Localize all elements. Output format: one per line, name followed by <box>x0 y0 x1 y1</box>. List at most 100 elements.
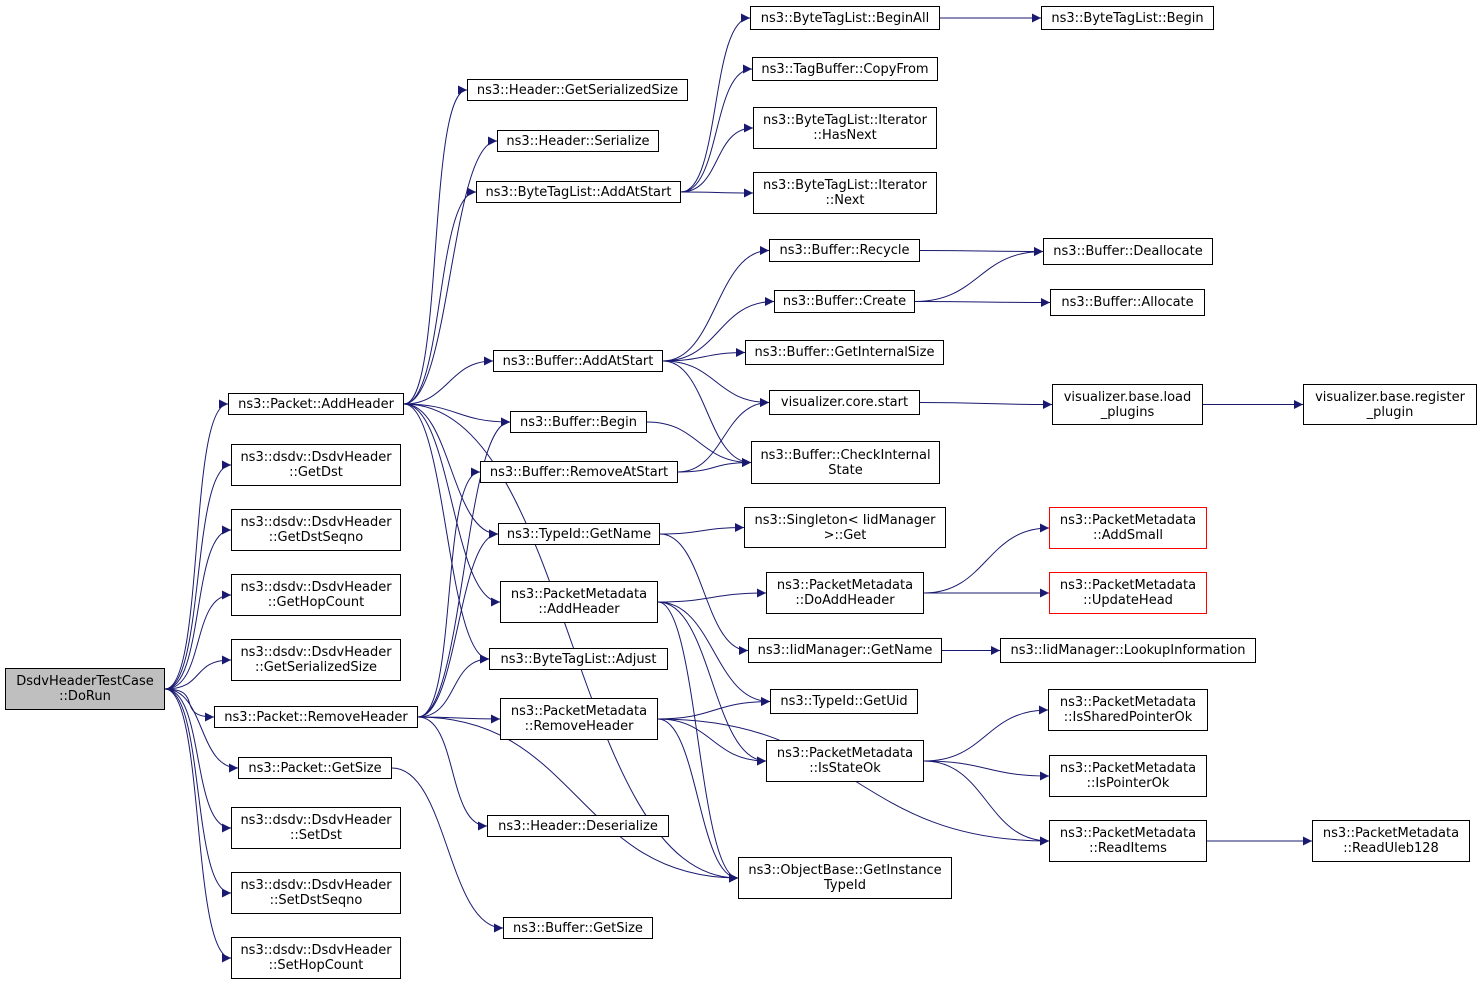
node-label-line: ::Next <box>825 193 865 208</box>
edge-pkt-addheader-to-hdr-serialize <box>403 136 498 405</box>
node-label-line: ns3::Buffer::GetSize <box>513 920 643 936</box>
node-label-line: ns3::dsdv::DsdvHeader <box>240 450 392 465</box>
edge-pkt-addheader-to-btl-adjust <box>403 403 490 664</box>
node-pm-readuleb128[interactable]: ns3::PacketMetadata::ReadUleb128 <box>1312 820 1470 862</box>
node-pkt-getsize[interactable]: ns3::Packet::GetSize <box>238 757 392 779</box>
edge-btl-addatstart-to-btl-beginall <box>680 13 751 193</box>
node-root: DsdvHeaderTestCase::DoRun <box>5 668 165 710</box>
edge-pkt-getsize-to-buf-getsize <box>391 767 504 933</box>
node-btl-beginall[interactable]: ns3::ByteTagList::BeginAll <box>750 6 940 30</box>
node-label-line: >::Get <box>823 527 867 543</box>
node-typeid-getname[interactable]: ns3::TypeId::GetName <box>498 523 660 545</box>
node-buf-addatstart[interactable]: ns3::Buffer::AddAtStart <box>493 350 663 372</box>
node-tagbuf-copyfrom[interactable]: ns3::TagBuffer::CopyFrom <box>752 57 938 81</box>
node-label-line: ns3::PacketMetadata <box>510 587 648 602</box>
node-label-line: State <box>828 462 863 478</box>
edge-root-to-dsdv-setdstseqno <box>164 688 232 898</box>
node-label-line: ns3::Buffer::CheckInternal <box>760 447 931 463</box>
node-viz-core-start[interactable]: visualizer.core.start <box>769 390 920 415</box>
node-label-line: visualizer.base.load <box>1063 389 1192 405</box>
node-label-line: ns3::TagBuffer::CopyFrom <box>761 61 929 77</box>
node-label-line: ns3::Buffer::Allocate <box>1061 295 1194 310</box>
node-pm-doaddheader[interactable]: ns3::PacketMetadata::DoAddHeader <box>766 572 924 614</box>
node-iid-lookupinformation[interactable]: ns3::IidManager::LookupInformation <box>1000 638 1256 663</box>
node-btl-adjust[interactable]: ns3::ByteTagList::Adjust <box>489 648 668 670</box>
node-label-line: ::DoAddHeader <box>795 593 895 608</box>
edge-pkt-addheader-to-objbase-getinstancetypeid <box>403 403 739 883</box>
node-buf-begin[interactable]: ns3::Buffer::Begin <box>510 411 647 433</box>
node-hdr-deserialize[interactable]: ns3::Header::Deserialize <box>487 815 669 837</box>
node-label-line: ns3::dsdv::DsdvHeader <box>240 878 392 893</box>
node-viz-base-loadplugins[interactable]: visualizer.base.load_plugins <box>1052 384 1203 425</box>
edge-buf-removeatstart-to-buf-checkinternalstate <box>677 458 752 473</box>
edge-root-to-pkt-getsize <box>164 688 239 773</box>
node-pm-issharedpointerok[interactable]: ns3::PacketMetadata::IsSharedPointerOk <box>1048 689 1208 731</box>
edge-buf-removeatstart-to-viz-core-start <box>677 398 770 473</box>
edge-buf-addatstart-to-buf-create <box>662 297 775 362</box>
node-dsdv-setdst[interactable]: ns3::dsdv::DsdvHeader::SetDst <box>231 807 401 849</box>
node-buf-recycle[interactable]: ns3::Buffer::Recycle <box>769 239 920 262</box>
node-label-line: ns3::ByteTagList::Iterator <box>763 113 927 128</box>
node-pm-ispointerok[interactable]: ns3::PacketMetadata::IsPointerOk <box>1049 755 1207 797</box>
node-label-line: ns3::TypeId::GetName <box>506 526 652 542</box>
node-label-line: ns3::ByteTagList::BeginAll <box>760 10 930 26</box>
node-btl-it-hasnext[interactable]: ns3::ByteTagList::Iterator::HasNext <box>753 107 937 149</box>
node-label-line: ns3::Buffer::GetInternalSize <box>754 345 935 360</box>
node-buf-deallocate[interactable]: ns3::Buffer::Deallocate <box>1043 238 1213 265</box>
edge-btl-addatstart-to-btl-it-hasnext <box>680 123 754 193</box>
node-pm-addheader[interactable]: ns3::PacketMetadata::AddHeader <box>500 581 658 623</box>
node-dsdv-gethopcount[interactable]: ns3::dsdv::DsdvHeader::GetHopCount <box>231 574 401 616</box>
node-pkt-addheader[interactable]: ns3::Packet::AddHeader <box>228 393 404 415</box>
node-iid-getname[interactable]: ns3::IidManager::GetName <box>748 638 942 663</box>
node-pm-addsmall[interactable]: ns3::PacketMetadata::AddSmall <box>1049 507 1207 549</box>
node-btl-it-next[interactable]: ns3::ByteTagList::Iterator::Next <box>753 172 937 214</box>
node-dsdv-getdstseqno[interactable]: ns3::dsdv::DsdvHeader::GetDstSeqno <box>231 509 401 551</box>
node-label-line: ::GetSerializedSize <box>254 660 378 675</box>
node-pkt-removeheader[interactable]: ns3::Packet::RemoveHeader <box>214 706 418 728</box>
edge-buf-addatstart-to-buf-recycle <box>662 246 770 362</box>
node-buf-getinternalsize[interactable]: ns3::Buffer::GetInternalSize <box>745 340 944 365</box>
node-hdr-serialize[interactable]: ns3::Header::Serialize <box>497 130 659 152</box>
node-buf-getsize[interactable]: ns3::Buffer::GetSize <box>503 917 653 939</box>
node-label-line: ns3::dsdv::DsdvHeader <box>240 645 392 660</box>
node-singleton-get[interactable]: ns3::Singleton< IidManager>::Get <box>744 507 946 548</box>
node-pm-isstateok[interactable]: ns3::PacketMetadata::IsStateOk <box>766 740 924 782</box>
node-pm-readitems[interactable]: ns3::PacketMetadata::ReadItems <box>1049 820 1207 862</box>
node-buf-create[interactable]: ns3::Buffer::Create <box>774 290 915 313</box>
node-viz-base-registerplugin[interactable]: visualizer.base.register_plugin <box>1303 384 1477 425</box>
node-btl-begin[interactable]: ns3::ByteTagList::Begin <box>1041 6 1214 30</box>
edge-pm-addheader-to-pm-isstateok <box>657 601 767 766</box>
edge-pm-isstateok-to-pm-issharedpointerok <box>923 705 1049 762</box>
node-btl-addatstart[interactable]: ns3::ByteTagList::AddAtStart <box>476 181 681 203</box>
node-dsdv-setdstseqno[interactable]: ns3::dsdv::DsdvHeader::SetDstSeqno <box>231 872 401 914</box>
node-pm-removeheader[interactable]: ns3::PacketMetadata::RemoveHeader <box>500 698 658 740</box>
node-dsdv-getserializedsize[interactable]: ns3::dsdv::DsdvHeader::GetSerializedSize <box>231 639 401 681</box>
edge-btl-addatstart-to-btl-it-next <box>680 188 754 198</box>
node-typeid-getuid[interactable]: ns3::TypeId::GetUid <box>770 689 918 714</box>
node-label-line: ns3::Buffer::AddAtStart <box>502 353 654 369</box>
node-label-line: ns3::Header::GetSerializedSize <box>476 82 679 98</box>
node-buf-allocate[interactable]: ns3::Buffer::Allocate <box>1050 289 1205 316</box>
node-label-line: visualizer.core.start <box>780 395 909 410</box>
node-dsdv-getdst[interactable]: ns3::dsdv::DsdvHeader::GetDst <box>231 444 401 486</box>
edge-typeid-getname-to-iid-getname <box>659 533 749 655</box>
node-buf-removeatstart[interactable]: ns3::Buffer::RemoveAtStart <box>480 461 678 483</box>
node-label-line: ::GetHopCount <box>267 595 365 610</box>
edge-pkt-removeheader-to-hdr-deserialize <box>417 716 488 831</box>
node-label-line: ns3::PacketMetadata <box>1322 826 1460 841</box>
edge-buf-begin-to-buf-checkinternalstate <box>646 421 752 467</box>
node-label-line: ns3::ByteTagList::AddAtStart <box>485 184 672 200</box>
edge-pm-removeheader-to-pm-isstateok <box>657 718 767 766</box>
edge-pkt-addheader-to-btl-addatstart <box>403 187 477 405</box>
node-label-line: ns3::Header::Deserialize <box>498 818 658 834</box>
node-hdr-getserializedsize[interactable]: ns3::Header::GetSerializedSize <box>467 79 688 101</box>
edge-root-to-dsdv-setdst <box>164 688 232 833</box>
node-label-line: DsdvHeaderTestCase <box>16 674 154 689</box>
node-label-line: ns3::PacketMetadata <box>1059 513 1197 528</box>
node-label-line: ns3::ByteTagList::Iterator <box>763 178 927 193</box>
node-pm-updatehead[interactable]: ns3::PacketMetadata::UpdateHead <box>1049 572 1207 614</box>
node-dsdv-sethopcount[interactable]: ns3::dsdv::DsdvHeader::SetHopCount <box>231 937 401 979</box>
node-label-line: ns3::Packet::GetSize <box>248 760 382 776</box>
